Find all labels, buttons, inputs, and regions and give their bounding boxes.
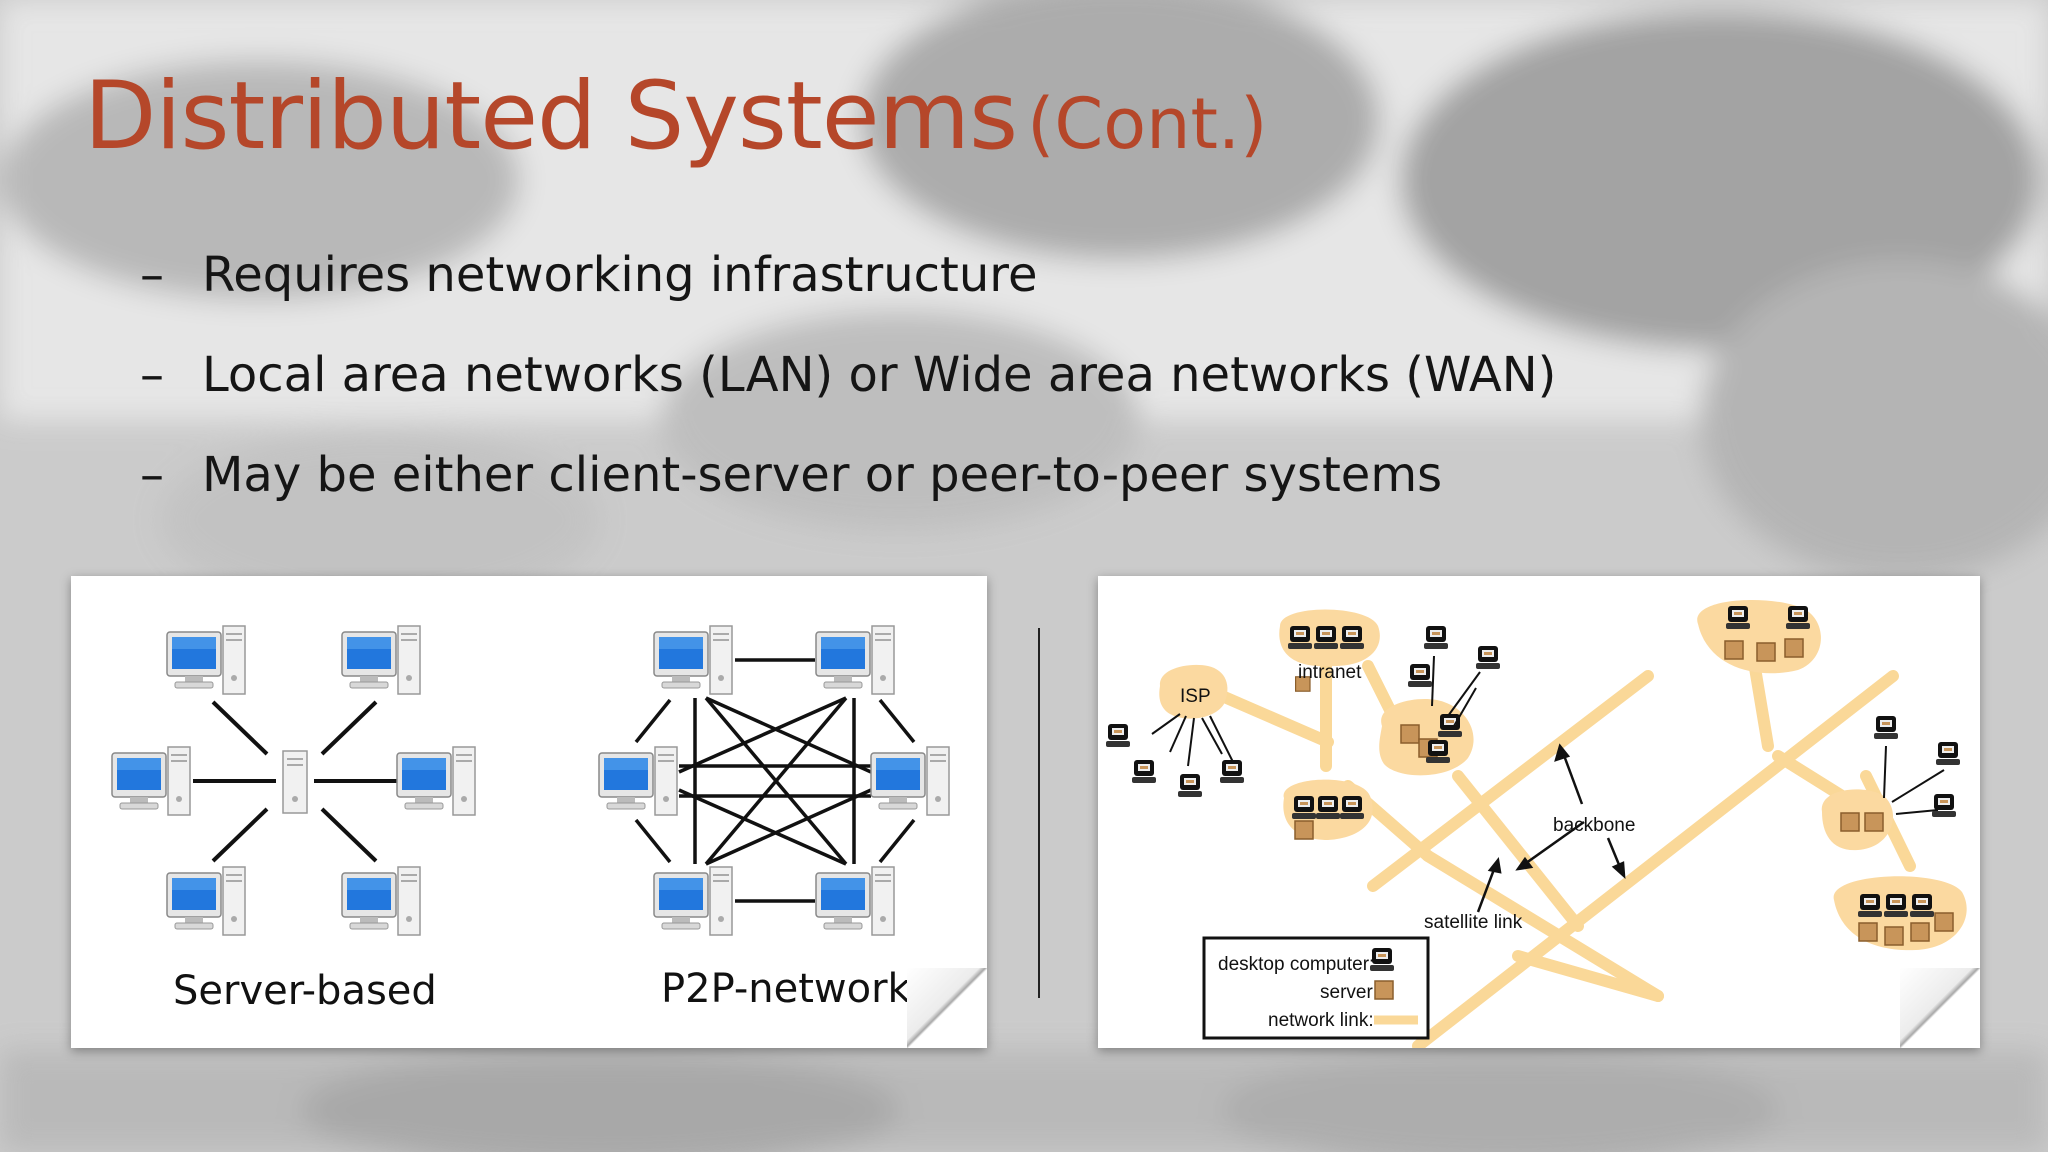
caption-server-based: Server-based [173, 968, 437, 1014]
bullet-dash: – [140, 347, 164, 403]
remote-ws-icons [1408, 626, 1500, 687]
computer-icon [341, 866, 421, 936]
legend-desktop-label: desktop computer: [1218, 954, 1374, 975]
page-curl [907, 968, 987, 1048]
legend-server-label: server: [1320, 982, 1378, 1003]
diagram-legend: desktop computer: server: network link: [1202, 936, 1430, 1040]
lan-cluster-right [1821, 789, 1894, 851]
satellite-link-label: satellite link [1424, 912, 1523, 933]
computer-icon [653, 866, 733, 936]
computer-icon [396, 746, 476, 816]
title-suffix: (Cont.) [1027, 83, 1268, 165]
intranet-label: intranet [1298, 662, 1362, 683]
topology-diagrams [111, 625, 950, 936]
bullet-item: –Requires networking infrastructure [140, 225, 1556, 325]
remote-workstations [1431, 655, 1481, 727]
computer-icon [815, 625, 895, 695]
wan-diagram: intranet ISP [1106, 599, 1967, 1048]
legend-desktop-icon [1370, 948, 1394, 971]
computer-icon [341, 625, 421, 695]
bullet-dash: – [140, 447, 164, 503]
server-based-diagram [193, 700, 397, 863]
computer-icon [598, 746, 678, 816]
bullet-text: Requires networking infrastructure [202, 247, 1038, 303]
bullet-text: May be either client-server or peer-to-p… [202, 447, 1443, 503]
legend-link-label: network link: [1268, 1010, 1374, 1031]
lan-cluster-lower [1283, 779, 1373, 840]
computer-icon [653, 625, 733, 695]
computer-icon [870, 746, 950, 816]
right-workstations [1883, 745, 1945, 815]
isp-label: ISP [1180, 686, 1211, 707]
network-links [1170, 630, 1916, 1048]
bullet-list: –Requires networking infrastructure –Loc… [140, 225, 1556, 525]
backbone-arrows [1476, 743, 1626, 913]
wan-diagram-card: intranet ISP [1098, 576, 1980, 1048]
divider-line [1038, 628, 1040, 998]
legend-server-icon [1374, 980, 1394, 1000]
intranet-cluster: intranet [1279, 609, 1380, 692]
computer-icon [166, 625, 246, 695]
slide-title: Distributed Systems(Cont.) [84, 62, 1267, 171]
title-main: Distributed Systems [84, 62, 1018, 171]
bullet-dash: – [140, 247, 164, 303]
bullet-item: –Local area networks (LAN) or Wide area … [140, 325, 1556, 425]
lan-cluster-bottom-right [1833, 876, 1967, 951]
bullet-item: –May be either client-server or peer-to-… [140, 425, 1556, 525]
lan-cluster-top-right [1697, 599, 1821, 674]
lan-cluster-mid [1379, 699, 1474, 776]
p2p-diagram [634, 658, 916, 903]
isp-node: ISP [1159, 664, 1228, 719]
network-topology-card: Server-based P2P-network [71, 576, 987, 1048]
computer-icon [111, 746, 191, 816]
backbone-label: backbone [1553, 815, 1635, 836]
page-curl [1900, 968, 1980, 1048]
dialup-workstations [1106, 724, 1244, 797]
central-server-icon [282, 750, 308, 814]
bullet-text: Local area networks (LAN) or Wide area n… [202, 347, 1557, 403]
computer-icon [166, 866, 246, 936]
computer-icon [815, 866, 895, 936]
caption-p2p-network: P2P-network [661, 966, 911, 1012]
